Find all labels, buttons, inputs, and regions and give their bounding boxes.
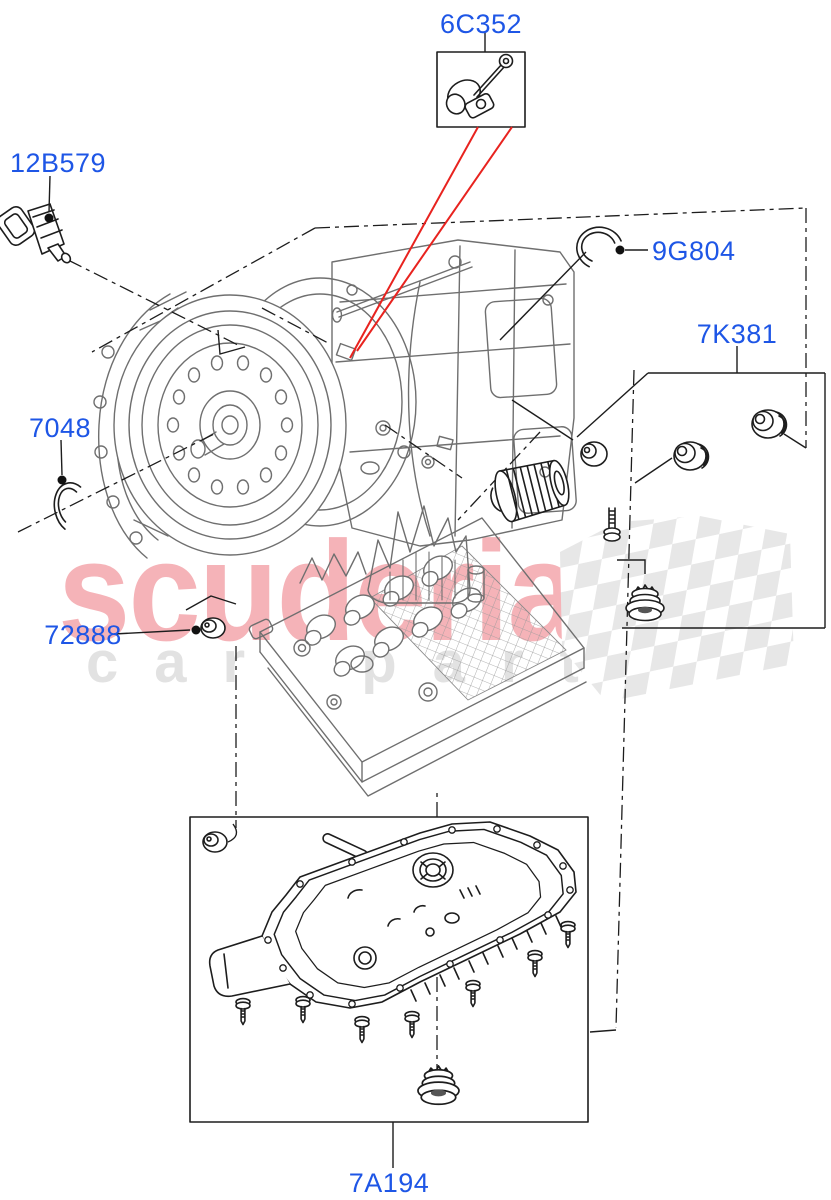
filter-snout: [367, 505, 485, 604]
gearbox-housing: [331, 239, 577, 547]
part-label-7K381[interactable]: 7K381: [697, 319, 778, 349]
part-label-7048[interactable]: 7048: [29, 413, 91, 443]
oil-pan-box: [189, 816, 589, 1123]
part-72888-grommet: [113, 595, 237, 639]
part-label-7A194[interactable]: 7A194: [349, 1168, 430, 1198]
part-7048-seal: [53, 439, 82, 530]
pan-bolt-holes: [264, 825, 574, 1008]
part-6C352-sensor: [349, 32, 526, 359]
part-label-9G804[interactable]: 9G804: [652, 236, 736, 266]
red-callout-lines: [349, 126, 513, 359]
checkered-flag: [560, 516, 794, 702]
part-7A194-drain-plug: [392, 1065, 460, 1168]
part-label-72888[interactable]: 72888: [44, 620, 122, 650]
barrel-coupler: [490, 459, 570, 523]
part-label-12B579[interactable]: 12B579: [10, 148, 106, 178]
part-12B579-sensor: [0, 175, 72, 264]
part-label-6C352[interactable]: 6C352: [440, 9, 522, 39]
transmission-drawing: [93, 239, 577, 584]
part-7K381-plugs: [490, 346, 826, 629]
callout-lines: [17, 207, 807, 1068]
part-labels: 6C352 12B579 9G804 7K381 7048 72888 7A19…: [10, 9, 777, 1198]
torque-converter: [113, 294, 347, 556]
screw-7K381: [603, 507, 621, 542]
oil-pan: [208, 821, 577, 1009]
part-9G804-seal: [499, 226, 648, 341]
valve-body-drawing: [248, 505, 587, 797]
